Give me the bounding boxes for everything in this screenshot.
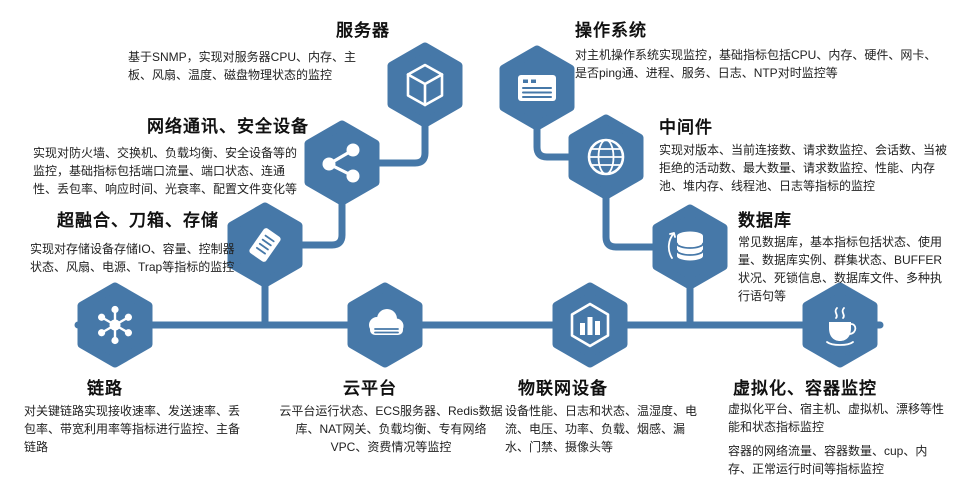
connector-middleware-database bbox=[602, 153, 694, 251]
iot-title: 物联网设备 bbox=[518, 379, 608, 398]
middleware-title: 中间件 bbox=[659, 118, 713, 137]
globe-icon bbox=[587, 138, 625, 176]
cube-icon bbox=[406, 63, 444, 107]
virtualization-title: 虚拟化、容器监控 bbox=[733, 379, 877, 398]
virtualization-desc: 虚拟化平台、宿主机、虚拟机、漂移等性能和状态指标监控 容器的网络流量、容器数量、… bbox=[728, 400, 950, 484]
virtualization-node bbox=[802, 282, 878, 368]
os-desc: 对主机操作系统实现监控，基础指标包括CPU、内存、硬件、网卡、是否ping通、进… bbox=[575, 48, 937, 80]
connector-server-network bbox=[338, 81, 429, 167]
network-security-title: 网络通讯、安全设备 bbox=[147, 117, 309, 136]
link-node bbox=[77, 282, 153, 368]
middleware-desc: 实现对版本、当前连接数、请求数监控、会话数、当被拒绝的活动数、最大数量、请求数监… bbox=[659, 143, 948, 193]
network-security-hexagon bbox=[304, 120, 380, 206]
server-node bbox=[387, 42, 463, 128]
share-nodes-icon bbox=[322, 143, 360, 183]
connector-os-middleware bbox=[533, 84, 610, 161]
cloud-icon bbox=[369, 309, 404, 335]
virtualization-desc-line1: 虚拟化平台、宿主机、虚拟机、漂移等性能和状态指标监控 bbox=[728, 402, 945, 434]
iot-node bbox=[552, 282, 628, 368]
iot-box-icon bbox=[570, 302, 610, 348]
java-cup-icon bbox=[826, 307, 857, 346]
link-title: 链路 bbox=[87, 379, 123, 398]
database-node bbox=[652, 204, 728, 290]
storage-node bbox=[227, 202, 303, 288]
iot-desc: 设备性能、日志和状态、温湿度、电流、电压、功率、负载、烟感、漏水、门禁、摄像头等 bbox=[505, 404, 698, 454]
storage-desc: 实现对存储设备存储IO、容量、控制器状态、风扇、电源、Trap等指标的监控 bbox=[30, 242, 235, 274]
hub-spoke-icon bbox=[98, 305, 132, 345]
network-security-node bbox=[304, 120, 380, 206]
middleware-node bbox=[568, 114, 644, 200]
os-title: 操作系统 bbox=[575, 21, 647, 40]
os-node bbox=[499, 45, 575, 131]
connector-network-storage bbox=[261, 159, 346, 249]
cloud-node bbox=[347, 282, 423, 368]
link-desc: 对关键链路实现接收速率、发送速率、丢包率、带宽利用率等指标进行监控、主备链路 bbox=[24, 404, 241, 454]
virtualization-desc-line2: 容器的网络流量、容器数量、cup、内存、正常运行时间等指标监控 bbox=[728, 444, 928, 476]
scroll-icon bbox=[249, 228, 281, 262]
database-title: 数据库 bbox=[738, 211, 792, 230]
server-desc: 基于SNMP，实现对服务器CPU、内存、主板、风扇、温度、磁盘物理状态的监控 bbox=[128, 50, 357, 82]
cloud-desc: 云平台运行状态、ECS服务器、Redis数据库、NAT网关、负载均衡、专有网络V… bbox=[279, 404, 503, 454]
network-security-desc: 实现对防火墙、交换机、负载均衡、安全设备等的监控，基础指标包括端口流量、端口状态… bbox=[33, 146, 298, 196]
database-desc: 常见数据库，基本指标包括状态、使用量、数据库实例、群集状态、BUFFER状况、死… bbox=[738, 235, 943, 303]
server-rack-icon bbox=[518, 75, 556, 101]
cloud-title: 云平台 bbox=[343, 379, 397, 398]
server-title: 服务器 bbox=[336, 21, 390, 40]
storage-title: 超融合、刀箱、存储 bbox=[57, 211, 219, 230]
database-icon bbox=[667, 231, 704, 261]
